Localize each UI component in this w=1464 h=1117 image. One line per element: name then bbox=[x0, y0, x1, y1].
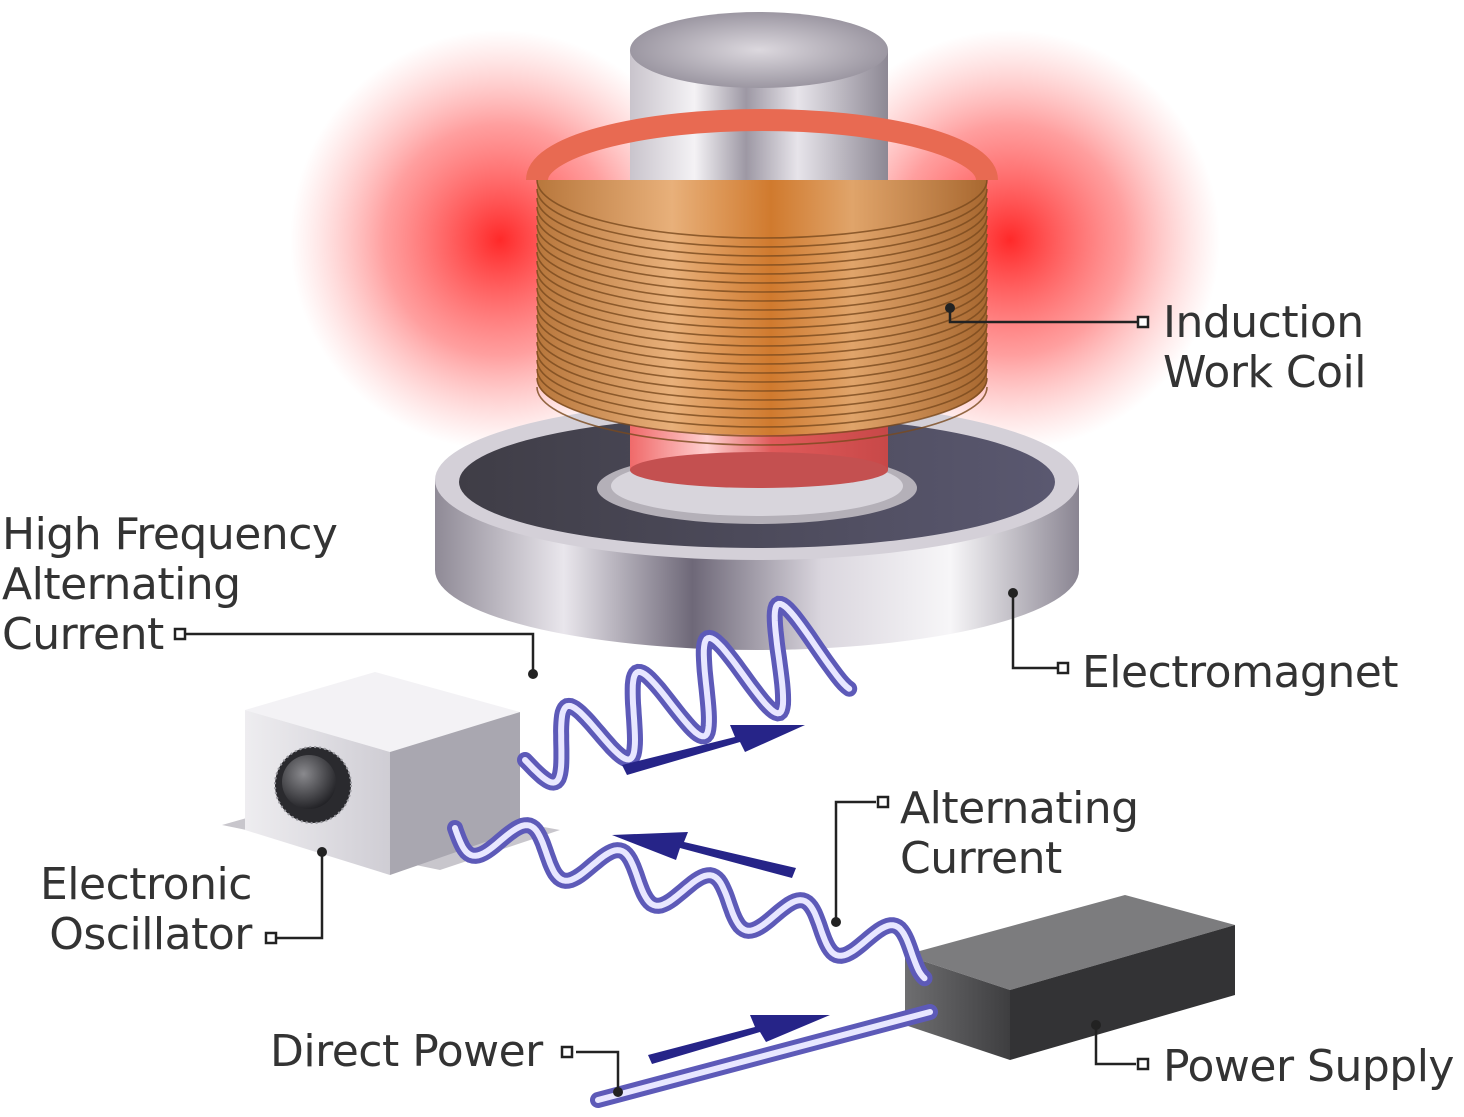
label-line: Direct Power bbox=[270, 1026, 543, 1077]
power-supply-box bbox=[905, 895, 1235, 1060]
label-alternating-current: Alternating Current bbox=[900, 784, 1139, 884]
label-direct-power: Direct Power bbox=[270, 1027, 543, 1077]
induction-coil bbox=[526, 109, 998, 446]
arrow-ac bbox=[612, 832, 796, 878]
label-hf-current: High Frequency Alternating Current bbox=[2, 509, 338, 660]
label-line: Oscillator bbox=[49, 909, 252, 960]
leader-dots bbox=[317, 303, 1101, 1097]
flow-arrows bbox=[612, 725, 830, 1064]
label-line: Alternating bbox=[2, 559, 241, 610]
label-line: Electronic bbox=[40, 859, 252, 910]
label-line: Work Coil bbox=[1163, 347, 1367, 398]
label-line: Current bbox=[900, 833, 1062, 884]
arrow-dc bbox=[648, 1015, 830, 1064]
arrow-hf bbox=[622, 725, 805, 775]
label-power-supply: Power Supply bbox=[1163, 1042, 1454, 1092]
label-line: High Frequency bbox=[2, 509, 338, 560]
label-oscillator: Electronic Oscillator bbox=[40, 860, 252, 960]
label-induction-coil: Induction Work Coil bbox=[1163, 297, 1367, 398]
label-line: Alternating bbox=[900, 783, 1139, 834]
oscillator-box bbox=[222, 672, 560, 875]
leader-end-squares bbox=[173, 315, 1150, 1071]
label-line: Current bbox=[2, 609, 164, 660]
label-line: Power Supply bbox=[1163, 1041, 1454, 1092]
label-electromagnet: Electromagnet bbox=[1082, 647, 1399, 698]
label-line: Electromagnet bbox=[1082, 647, 1399, 698]
current-waves bbox=[447, 595, 938, 1108]
label-line: Induction bbox=[1163, 297, 1364, 348]
